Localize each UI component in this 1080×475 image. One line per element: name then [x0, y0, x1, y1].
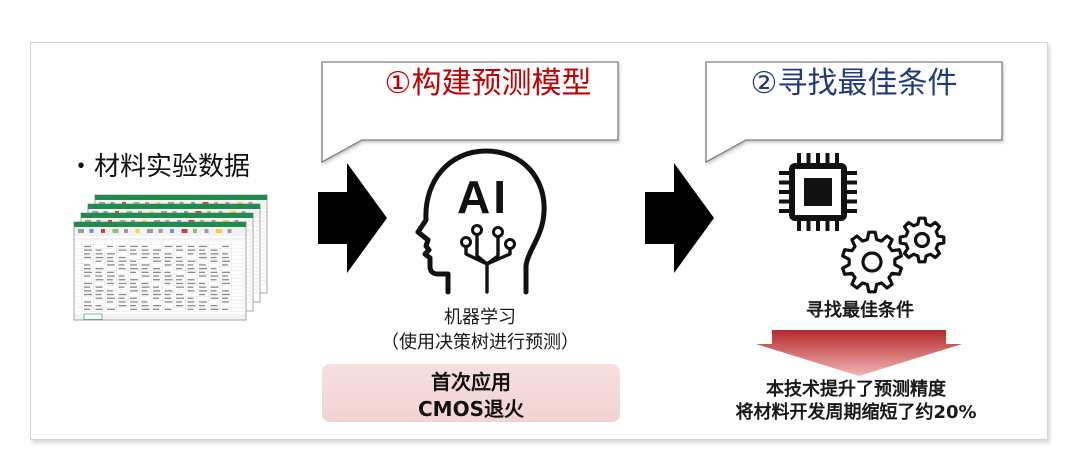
step1-method: 机器学习	[444, 307, 516, 328]
gear-small-hole	[913, 231, 931, 249]
chip-core	[804, 178, 832, 206]
gear-big-hole	[861, 251, 883, 273]
bullet: ・	[68, 152, 95, 182]
result-line-1: 本技术提升了预测精度	[766, 379, 946, 400]
step2-callout	[705, 61, 1003, 164]
gears-icon	[841, 216, 946, 294]
spreadsheet-stack-icon	[73, 194, 268, 321]
callout-outline	[705, 61, 1003, 164]
callout-outline	[321, 61, 619, 164]
result-line-2: 将材料开发周期缩短了约20%	[735, 402, 977, 423]
first-application-badge: 首次应用 CMOS退火	[322, 364, 620, 422]
spreadsheet-sheet	[73, 221, 247, 321]
result-arrow	[756, 330, 962, 376]
circuit-nodes	[460, 224, 516, 250]
step2-title: ②寻找最佳条件	[750, 66, 958, 101]
input-data-text: 材料实验数据	[94, 152, 251, 182]
spreadsheet-sheets	[73, 194, 268, 321]
head-outline	[415, 148, 547, 295]
circuit-lines	[464, 233, 512, 294]
flow-arrow-1	[318, 163, 387, 273]
input-data-label: ・材料实验数据	[68, 150, 250, 184]
ai-text: AI	[457, 171, 509, 223]
step1-callout	[321, 61, 619, 164]
step1-method-detail: （使用决策树进行预测）	[381, 332, 579, 353]
arrow-down-icon	[756, 330, 962, 376]
ai-head-icon: AI	[415, 148, 547, 295]
badge-line-1: 首次应用	[431, 370, 511, 394]
step1-title: ①构建预测模型	[384, 66, 592, 101]
flow-arrow-2	[645, 163, 714, 273]
arrow-right-icon	[318, 163, 387, 273]
step2-caption: 寻找最佳条件	[806, 300, 914, 321]
arrow-right-icon	[645, 163, 714, 273]
badge-line-2: CMOS退火	[418, 397, 524, 421]
chip-icon	[779, 153, 857, 231]
